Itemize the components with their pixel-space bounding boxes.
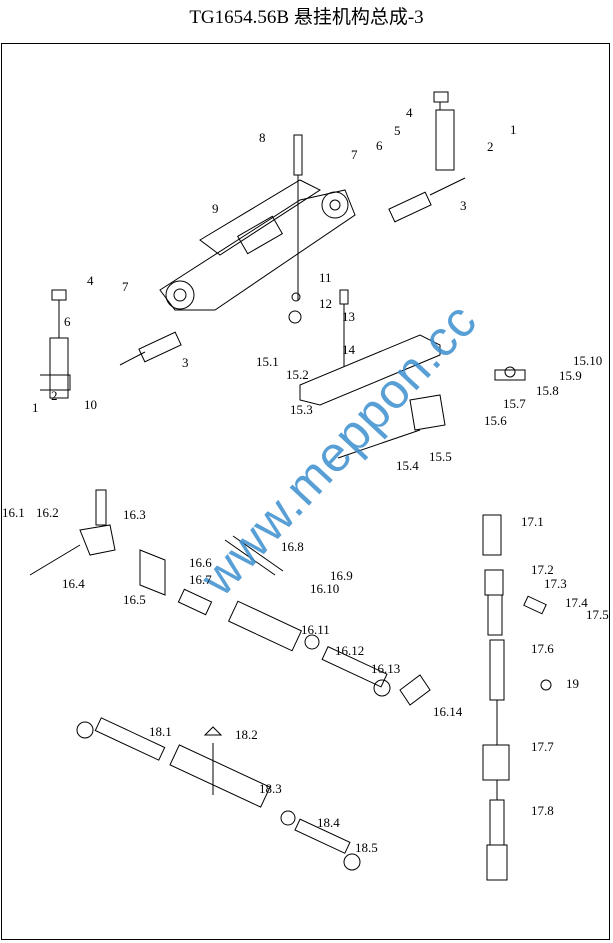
callout-12: 12 xyxy=(319,296,332,311)
callout-17-2: 17.2 xyxy=(531,562,554,577)
callout-15-9: 15.9 xyxy=(559,368,582,383)
callout-6-left: 6 xyxy=(64,314,71,329)
callout-18-5: 18.5 xyxy=(355,840,378,855)
callout-17-4: 17.4 xyxy=(565,595,588,610)
nut-parts-11-12 xyxy=(288,292,302,324)
callout-19: 19 xyxy=(566,676,579,691)
diagram-frame xyxy=(1,43,610,940)
callout-8: 8 xyxy=(259,130,266,145)
callout-16-13: 16.13 xyxy=(371,661,401,676)
callout-7: 7 xyxy=(351,147,358,162)
callout-16-12: 16.12 xyxy=(335,643,365,658)
page-title: TG1654.56B 悬挂机构总成-3 xyxy=(189,7,424,28)
callout-16-5: 16.5 xyxy=(123,592,146,607)
rocker-housing-part-9 xyxy=(159,179,356,311)
callout-3-left: 3 xyxy=(182,355,189,370)
callout-16-1: 16.1 xyxy=(2,505,25,520)
callout-18-4: 18.4 xyxy=(317,815,340,830)
callout-16-14: 16.14 xyxy=(433,704,463,719)
callout-5: 5 xyxy=(394,123,401,138)
callout-17-1: 17.1 xyxy=(521,514,544,529)
callout-18-2: 18.2 xyxy=(235,727,258,742)
callout-17-8: 17.8 xyxy=(531,803,554,818)
callout-17-5: 17.5 xyxy=(586,607,609,622)
callout-15-2: 15.2 xyxy=(286,367,309,382)
callout-14: 14 xyxy=(342,342,355,357)
top-link-assembly-18 xyxy=(76,717,361,871)
callout-15-6: 15.6 xyxy=(484,413,507,428)
callout-16-11: 16.11 xyxy=(301,622,330,637)
pin-part-15-4 xyxy=(337,429,421,459)
callout-3: 3 xyxy=(460,198,467,213)
callout-16-7: 16.7 xyxy=(189,572,212,587)
callout-13: 13 xyxy=(342,309,355,324)
callout-18-3: 18.3 xyxy=(259,781,282,796)
callout-15-4: 15.4 xyxy=(396,458,419,473)
callout-16-2: 16.2 xyxy=(36,505,59,520)
vertical-link-assembly-17 xyxy=(482,514,552,881)
callout-16-10: 16.10 xyxy=(310,581,340,596)
bracket-part-15-5 xyxy=(409,394,446,431)
callout-9: 9 xyxy=(212,201,219,216)
callout-7-left: 7 xyxy=(122,279,129,294)
callout-15-3: 15.3 xyxy=(290,402,313,417)
callout-2-left: 2 xyxy=(51,388,58,403)
callout-16-9: 16.9 xyxy=(330,568,353,583)
callout-6: 6 xyxy=(376,138,383,153)
right-bracket-parts-4-10 xyxy=(433,91,455,171)
callout-4: 4 xyxy=(406,105,413,120)
callout-15-5: 15.5 xyxy=(429,449,452,464)
lower-link-assembly-16 xyxy=(29,489,431,706)
callout-15-8: 15.8 xyxy=(536,383,559,398)
pin-part-3-right xyxy=(388,177,466,223)
callout-17-3: 17.3 xyxy=(544,576,567,591)
callout-16-4: 16.4 xyxy=(62,576,85,591)
callout-17-7: 17.7 xyxy=(531,739,554,754)
callout-17-6: 17.6 xyxy=(531,641,554,656)
callout-10: 10 xyxy=(84,397,97,412)
callout-16-8: 16.8 xyxy=(281,539,304,554)
callout-16-3: 16.3 xyxy=(123,507,146,522)
callout-4-left: 4 xyxy=(87,273,94,288)
callout-15-10: 15.10 xyxy=(573,353,603,368)
callout-1-left: 1 xyxy=(32,400,39,415)
pin-part-3-left xyxy=(119,331,182,366)
spring-part-15-8 xyxy=(494,366,526,381)
callout-16-6: 16.6 xyxy=(189,555,212,570)
plate-part-15-3 xyxy=(299,334,441,406)
callout-18-1: 18.1 xyxy=(149,724,172,739)
callout-15-7: 15.7 xyxy=(503,396,526,411)
callout-1: 1 xyxy=(510,122,517,137)
callout-2: 2 xyxy=(487,139,494,154)
callout-15-1: 15.1 xyxy=(256,354,279,369)
bolt-part-8 xyxy=(293,134,303,300)
callout-11: 11 xyxy=(319,270,332,285)
left-bracket-parts-4-10 xyxy=(40,289,71,399)
